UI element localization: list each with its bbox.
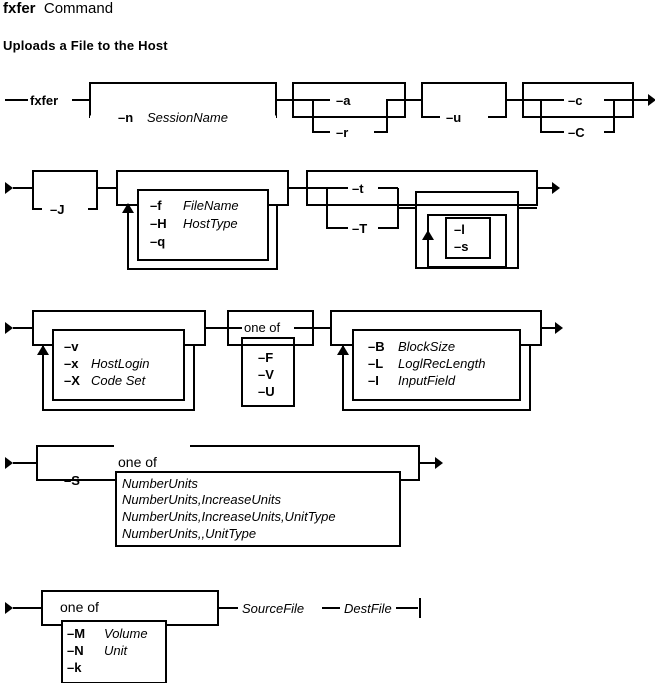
flag-F: –F <box>258 350 273 365</box>
arg-unit: Unit <box>104 643 129 658</box>
size-option-4: NumberUnits,,UnitType <box>122 526 256 541</box>
flag-r: –r <box>336 125 348 140</box>
arg-volume: Volume <box>104 626 148 641</box>
flag-L: –L <box>368 356 383 371</box>
row-2: –J –f FileName –H HostType –q –t –T –l –… <box>5 170 560 270</box>
arg-file-name: FileName <box>183 198 239 213</box>
flag-l: –l <box>454 222 465 237</box>
flag-k: –k <box>67 660 82 675</box>
flag-J: –J <box>50 202 64 217</box>
flag-s: –s <box>454 239 468 254</box>
flag-v: –v <box>64 339 79 354</box>
arg-source-file: SourceFile <box>242 601 304 616</box>
arg-dest-file: DestFile <box>344 601 392 616</box>
flag-N: –N <box>67 643 84 658</box>
cmd-label: fxfer <box>30 93 58 108</box>
flag-X: –X <box>64 373 80 388</box>
size-option-2: NumberUnits,IncreaseUnits <box>122 492 281 507</box>
size-option-3: NumberUnits,IncreaseUnits,UnitType <box>122 509 336 524</box>
flag-S: –S <box>64 473 80 488</box>
page-subtitle: Uploads a File to the Host <box>3 38 168 53</box>
flag-B: –B <box>368 339 385 354</box>
command-name: fxfer <box>3 0 36 17</box>
flag-U: –U <box>258 384 275 399</box>
oneof-label-row4: one of <box>118 454 157 470</box>
size-option-1: NumberUnits <box>122 476 198 491</box>
arg-host-type: HostType <box>183 216 238 231</box>
command-word: Command <box>43 0 114 17</box>
arg-host-login: HostLogin <box>91 356 150 371</box>
command-heading: fxfer Command <box>3 0 113 17</box>
flag-t: –t <box>352 181 364 196</box>
flag-n: –n <box>118 110 133 125</box>
flag-M: –M <box>67 626 85 641</box>
row-3: –v –x HostLogin –X Code Set one of –F –V… <box>5 310 563 411</box>
flag-f: –f <box>150 198 162 213</box>
flag-I: –I <box>368 373 379 388</box>
arg-input-field: InputField <box>398 373 456 388</box>
row-1: fxfer –n SessionName –a –r –u –c –C <box>5 82 655 140</box>
arg-logl-rec-length: LoglRecLength <box>398 356 485 371</box>
row-4: –S one of NumberUnits NumberUnits,Increa… <box>5 440 443 547</box>
flag-a: –a <box>336 93 351 108</box>
flag-x: –x <box>64 356 79 371</box>
flag-H: –H <box>150 216 167 231</box>
flag-V: –V <box>258 367 274 382</box>
flag-q: –q <box>150 234 165 249</box>
flag-T: –T <box>352 221 367 236</box>
oneof-label-row5: one of <box>60 599 99 615</box>
arg-session-name: SessionName <box>147 110 228 125</box>
arg-block-size: BlockSize <box>398 339 455 354</box>
flag-c-upper: –C <box>568 125 585 140</box>
flag-c-lower: –c <box>568 93 582 108</box>
flag-u: –u <box>446 110 461 125</box>
row-5: one of –M Volume –N Unit –k SourceFile D… <box>5 590 421 683</box>
oneof-label-row3: one of <box>244 320 281 335</box>
arg-code-set: Code Set <box>91 373 147 388</box>
